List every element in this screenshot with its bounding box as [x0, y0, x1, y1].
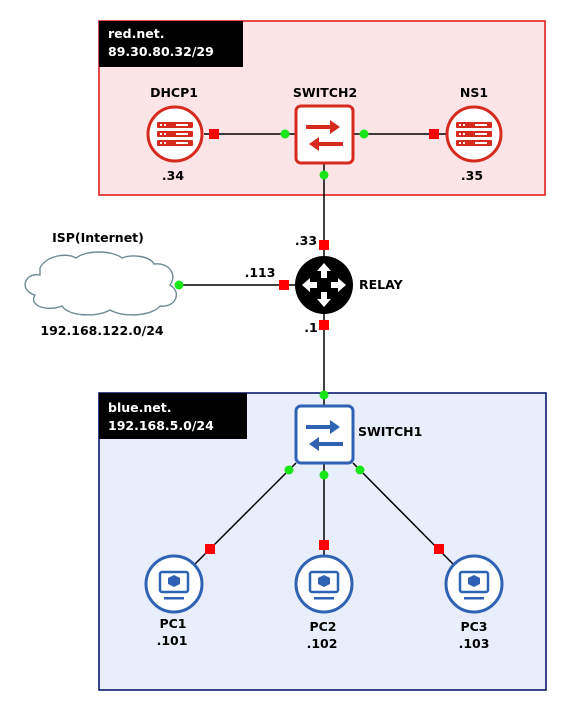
- red-net-subnet: 89.30.80.32/29: [108, 44, 214, 59]
- server-icon: [157, 122, 193, 146]
- pc3-device[interactable]: [444, 554, 504, 614]
- pc2-device[interactable]: [294, 554, 354, 614]
- pc1-device[interactable]: [144, 554, 204, 614]
- router-icon: [302, 263, 346, 307]
- port-dot: [359, 129, 369, 139]
- port-square: [319, 540, 329, 550]
- relay-ip-left: .113: [245, 265, 276, 280]
- isp-name: ISP(Internet): [52, 230, 144, 245]
- switch2-name: SWITCH2: [293, 85, 357, 100]
- port-square: [319, 240, 329, 250]
- cloud-icon: [24, 251, 178, 316]
- relay-ip-bottom: .1: [304, 320, 317, 335]
- pc3-name: PC3: [460, 619, 487, 634]
- switch-icon: [306, 420, 343, 451]
- port-dot: [355, 465, 365, 475]
- ns1-device[interactable]: [445, 105, 503, 163]
- blue-net-name: blue.net.: [108, 400, 171, 415]
- port-square: [209, 129, 219, 139]
- pc1-ip: .101: [157, 633, 188, 648]
- switch2-device[interactable]: [294, 104, 355, 165]
- dhcp1-device[interactable]: [146, 105, 204, 163]
- port-square: [434, 544, 444, 554]
- relay-ip-top: .33: [295, 233, 317, 248]
- red-net-label-box: [99, 21, 243, 67]
- switch-icon: [306, 120, 343, 151]
- pc3-ip: .103: [459, 636, 490, 651]
- blue-net-subnet: 192.168.5.0/24: [108, 418, 214, 433]
- pc2-name: PC2: [309, 619, 336, 634]
- port-square: [319, 320, 329, 330]
- port-dot: [174, 280, 184, 290]
- monitor-icon: [458, 570, 490, 600]
- port-dot: [319, 170, 329, 180]
- ports-green: [174, 129, 369, 480]
- server-icon: [456, 122, 492, 146]
- port-square: [429, 129, 439, 139]
- relay-name: RELAY: [359, 277, 404, 292]
- dhcp1-name: DHCP1: [150, 85, 198, 100]
- port-square: [205, 544, 215, 554]
- monitor-icon: [158, 570, 190, 600]
- port-dot: [284, 465, 294, 475]
- ns1-ip: .35: [461, 168, 483, 183]
- port-dot: [319, 470, 329, 480]
- blue-net-label-box: [99, 393, 247, 439]
- switch1-device[interactable]: [294, 404, 355, 465]
- switch1-name: SWITCH1: [358, 424, 422, 439]
- relay-device[interactable]: [295, 256, 353, 314]
- port-dot: [319, 390, 329, 400]
- pc1-name: PC1: [159, 616, 186, 631]
- isp-subnet: 192.168.122.0/24: [40, 323, 163, 338]
- port-square: [279, 280, 289, 290]
- monitor-icon: [308, 570, 340, 600]
- ns1-name: NS1: [460, 85, 488, 100]
- dhcp1-ip: .34: [162, 168, 184, 183]
- port-dot: [280, 129, 290, 139]
- red-net-name: red.net.: [108, 26, 164, 41]
- ports-red: [205, 129, 444, 554]
- pc2-ip: .102: [307, 636, 338, 651]
